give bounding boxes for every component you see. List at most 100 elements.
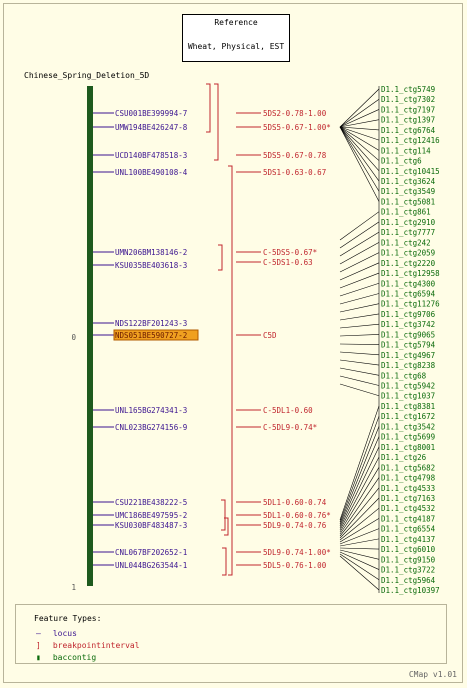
legend-label: baccontig	[52, 653, 97, 662]
locus-label[interactable]: UNL165BG274341-3	[115, 406, 187, 415]
contig-label[interactable]: D1.1_ctg7163	[381, 494, 435, 503]
contig-label[interactable]: D1.1_ctg8381	[381, 402, 435, 411]
locus-label[interactable]: UNL100BE490108-4	[115, 168, 188, 177]
contig-label[interactable]: D1.1_ctg9065	[381, 330, 435, 339]
contig-label[interactable]: D1.1_ctg5942	[381, 382, 435, 391]
map-frame	[3, 3, 463, 683]
contig-connector	[339, 343, 380, 345]
reference-subtitle: Wheat, Physical, EST	[187, 42, 285, 51]
contig-label[interactable]: D1.1_ctg68	[381, 371, 427, 380]
contig-label[interactable]: D1.1_ctg2059	[381, 249, 435, 258]
locus-label[interactable]: KSU030BF483487-3	[115, 521, 187, 530]
interval-label[interactable]: 5DL5-0.76-1.00	[263, 561, 327, 570]
interval-label[interactable]: C-5DS5-0.67*	[263, 248, 317, 257]
interval-bracket	[228, 165, 233, 576]
contig-connector	[339, 126, 380, 151]
contig-connector	[339, 126, 380, 192]
contig-label[interactable]: D1.1_ctg9150	[381, 555, 436, 564]
contig-label[interactable]: D1.1_ctg2220	[381, 259, 436, 268]
contig-label[interactable]: D1.1_ctg5682	[381, 463, 435, 472]
legend: Feature Types: — locus ] breakpointinter…	[15, 604, 447, 664]
contig-label[interactable]: D1.1_ctg5794	[381, 341, 436, 350]
contig-label[interactable]: D1.1_ctg7302	[381, 95, 435, 104]
contig-label[interactable]: D1.1_ctg4533	[381, 484, 435, 493]
interval-label[interactable]: 5DS1-0.63-0.67	[263, 168, 326, 177]
contig-label[interactable]: D1.1_ctg5081	[381, 197, 435, 206]
contig-label[interactable]: D1.1_ctg4187	[381, 514, 435, 523]
contig-label[interactable]: D1.1_ctg7197	[381, 105, 435, 114]
contig-label[interactable]: D1.1_ctg10415	[381, 167, 440, 176]
locus-label[interactable]: KSU035BE403618-3	[115, 261, 187, 270]
contig-label[interactable]: D1.1_ctg10397	[381, 586, 440, 595]
contig-label[interactable]: D1.1_ctg114	[381, 146, 431, 155]
contig-label[interactable]: D1.1_ctg5964	[381, 576, 436, 585]
contig-label[interactable]: D1.1_ctg4532	[381, 504, 435, 513]
contig-connector	[339, 323, 380, 329]
contig-label[interactable]: D1.1_ctg3549	[381, 187, 435, 196]
contig-label[interactable]: D1.1_ctg3624	[381, 177, 436, 186]
reference-box[interactable]: Reference Wheat, Physical, EST	[182, 14, 290, 62]
interval-label[interactable]: C-5DL9-0.74*	[263, 423, 317, 432]
contig-label[interactable]: D1.1_ctg3542	[381, 422, 435, 431]
contig-label[interactable]: D1.1_ctg1672	[381, 412, 435, 421]
contig-label[interactable]: D1.1_ctg5749	[381, 85, 435, 94]
contig-label[interactable]: D1.1_ctg1037	[381, 392, 435, 401]
interval-label[interactable]: 5DL9-0.74-1.00*	[263, 548, 331, 557]
contig-label[interactable]: D1.1_ctg242	[381, 238, 431, 247]
contig-label[interactable]: D1.1_ctg1397	[381, 116, 435, 125]
scale-start-label: 0	[71, 333, 76, 342]
interval-label[interactable]: C5D	[263, 331, 277, 340]
locus-label[interactable]: CSU221BE438222-5	[115, 498, 187, 507]
interval-label[interactable]: 5DL1-0.60-0.76*	[263, 511, 331, 520]
legend-label: locus	[52, 629, 77, 638]
locus-label[interactable]: UNL044BG263544-1	[115, 561, 187, 570]
contig-label[interactable]: D1.1_ctg6764	[381, 126, 436, 135]
interval-label[interactable]: 5DS5-0.67-1.00*	[263, 123, 331, 132]
contig-label[interactable]: D1.1_ctg3722	[381, 566, 435, 575]
contig-label[interactable]: D1.1_ctg12416	[381, 136, 440, 145]
contig-label[interactable]: D1.1_ctg12958	[381, 269, 440, 278]
locus-label[interactable]: UMN206BM138146-2	[115, 248, 187, 257]
contig-connector	[339, 109, 380, 128]
contig-connector	[339, 126, 380, 141]
contig-connector	[339, 405, 380, 521]
interval-label[interactable]: C-5DL1-0.60	[263, 406, 313, 415]
interval-label[interactable]: 5DL1-0.60-0.74	[263, 498, 327, 507]
contig-connector	[339, 467, 380, 533]
locus-label[interactable]: CSU001BE399994-7	[115, 109, 187, 118]
locus-label[interactable]: UMC186BE497595-2	[115, 511, 187, 520]
contig-label[interactable]: D1.1_ctg8238	[381, 361, 436, 370]
interval-label[interactable]: 5DS2-0.78-1.00	[263, 109, 327, 118]
contig-connector	[339, 221, 380, 249]
contig-label[interactable]: D1.1_ctg4798	[381, 474, 436, 483]
contig-label[interactable]: D1.1_ctg6554	[381, 525, 436, 534]
interval-label[interactable]: 5DL9-0.74-0.76	[263, 521, 327, 530]
contig-label[interactable]: D1.1_ctg4300	[381, 279, 436, 288]
locus-label[interactable]: UMW194BE426247-8	[115, 123, 188, 132]
interval-label[interactable]: C-5DS1-0.63	[263, 258, 313, 267]
contig-label[interactable]: D1.1_ctg8001	[381, 443, 435, 452]
map-title[interactable]: Chinese_Spring_Deletion_5D	[24, 71, 150, 80]
contig-label[interactable]: D1.1_ctg7777	[381, 228, 435, 237]
contig-label[interactable]: D1.1_ctg26	[381, 453, 427, 462]
contig-label[interactable]: D1.1_ctg4137	[381, 535, 435, 544]
locus-label[interactable]: NDS051BE590727-2	[115, 331, 187, 340]
contig-label[interactable]: D1.1_ctg9706	[381, 310, 436, 319]
locus-label[interactable]: NDS122BF201243-3	[115, 319, 187, 328]
locus-label[interactable]: CNL023BG274156-9	[115, 423, 187, 432]
chromosome-bar[interactable]	[87, 86, 93, 586]
contig-connector	[339, 436, 380, 527]
contig-label[interactable]: D1.1_ctg861	[381, 208, 431, 217]
contig-label[interactable]: D1.1_ctg5699	[381, 433, 435, 442]
contig-label[interactable]: D1.1_ctg4967	[381, 351, 435, 360]
contig-connector	[339, 547, 380, 550]
contig-label[interactable]: D1.1_ctg6010	[381, 545, 436, 554]
interval-label[interactable]: 5DS5-0.67-0.78	[263, 151, 327, 160]
contig-label[interactable]: D1.1_ctg11276	[381, 300, 440, 309]
locus-label[interactable]: UCD140BF478518-3	[115, 151, 187, 160]
locus-label[interactable]: CNL067BF202652-1	[115, 548, 187, 557]
contig-label[interactable]: D1.1_ctg6594	[381, 289, 436, 298]
contig-label[interactable]: D1.1_ctg3742	[381, 320, 435, 329]
contig-label[interactable]: D1.1_ctg2910	[381, 218, 436, 227]
contig-label[interactable]: D1.1_ctg6	[381, 157, 422, 166]
